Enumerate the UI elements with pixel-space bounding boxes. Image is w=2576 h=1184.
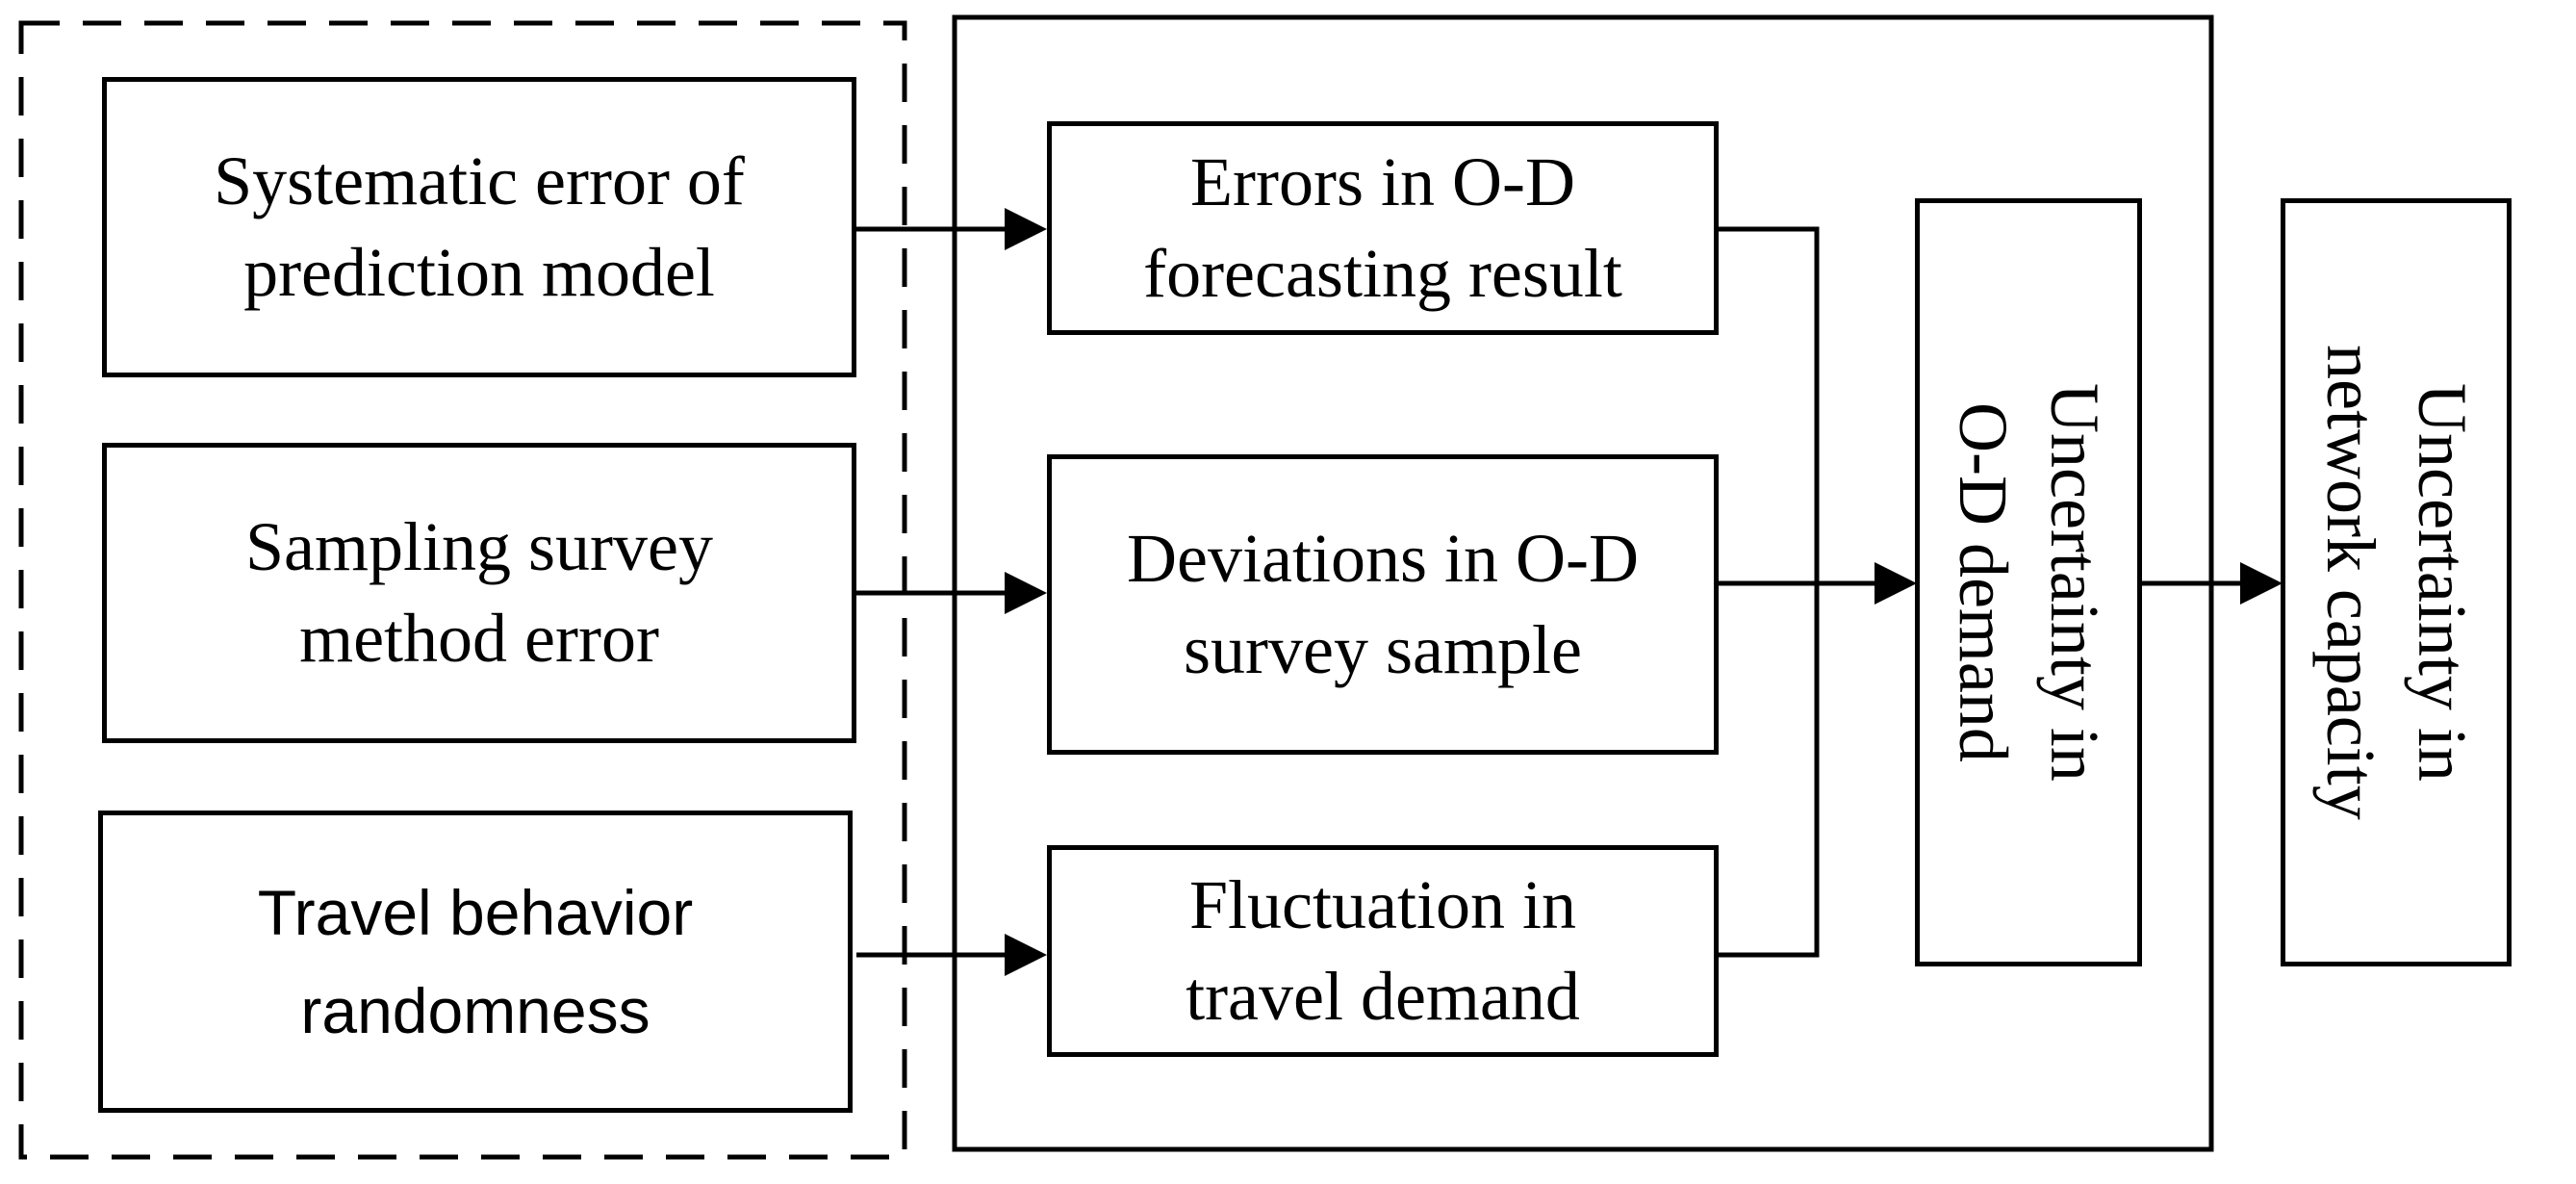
travel-randomness-box: Travel behavior randomness	[98, 811, 853, 1113]
demand-fluctuation-box: Fluctuation in travel demand	[1047, 845, 1719, 1057]
network-uncertainty-box: Uncertainty in network capacity	[2281, 198, 2512, 966]
sampling-error-line-2: method error	[299, 600, 659, 677]
systematic-error-line-1: Systematic error of	[214, 142, 745, 219]
network-uncertainty-line-1: Uncertainty in	[2404, 383, 2482, 782]
od-uncertainty-line-2: O-D demand	[1945, 402, 2022, 762]
forecasting-errors-line-1: Errors in O-D	[1190, 142, 1575, 220]
survey-deviations-line-2: survey sample	[1184, 611, 1582, 688]
demand-fluctuation-line-2: travel demand	[1186, 958, 1580, 1035]
survey-deviations-box: Deviations in O-D survey sample	[1047, 454, 1719, 755]
network-uncertainty-line-2: network capacity	[2312, 345, 2389, 820]
source-group-border	[18, 20, 907, 1160]
travel-randomness-line-2: randomness	[300, 975, 650, 1046]
forecasting-errors-line-2: forecasting result	[1143, 235, 1622, 312]
demand-fluctuation-line-1: Fluctuation in	[1189, 865, 1576, 943]
sampling-error-box: Sampling survey method error	[102, 443, 856, 743]
survey-deviations-line-1: Deviations in O-D	[1127, 519, 1639, 597]
od-uncertainty-box: Uncertainty in O-D demand	[1915, 198, 2142, 966]
travel-randomness-line-1: Travel behavior	[257, 876, 694, 948]
systematic-error-box: Systematic error of prediction model	[102, 77, 856, 377]
systematic-error-line-2: prediction model	[243, 234, 715, 311]
forecasting-errors-box: Errors in O-D forecasting result	[1047, 121, 1719, 335]
od-uncertainty-line-1: Uncertainty in	[2036, 383, 2114, 782]
merge-connector	[1715, 226, 1820, 958]
sampling-error-line-1: Sampling survey	[245, 507, 713, 585]
